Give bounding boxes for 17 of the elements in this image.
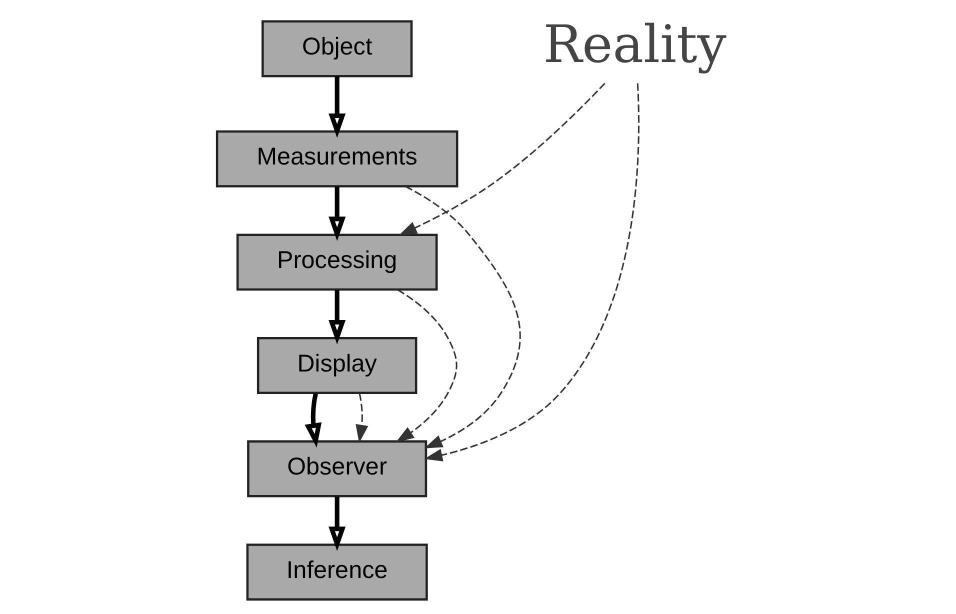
node-box: Measurements xyxy=(216,130,458,188)
arrow xyxy=(304,392,322,448)
node-text: Reality xyxy=(543,14,726,75)
arrow xyxy=(398,82,606,236)
node-box: Display xyxy=(256,337,418,394)
arrow xyxy=(328,290,346,344)
arrow xyxy=(328,496,346,551)
node-box: Processing xyxy=(236,234,438,291)
arrow xyxy=(424,83,640,462)
node-box: Object xyxy=(262,20,413,78)
arrow xyxy=(396,289,458,442)
arrow xyxy=(328,76,346,138)
arrow xyxy=(328,186,346,242)
arrow xyxy=(356,393,368,444)
node-box: Inference xyxy=(246,544,428,601)
arrow xyxy=(405,186,521,448)
node-box: Observer xyxy=(247,440,428,498)
